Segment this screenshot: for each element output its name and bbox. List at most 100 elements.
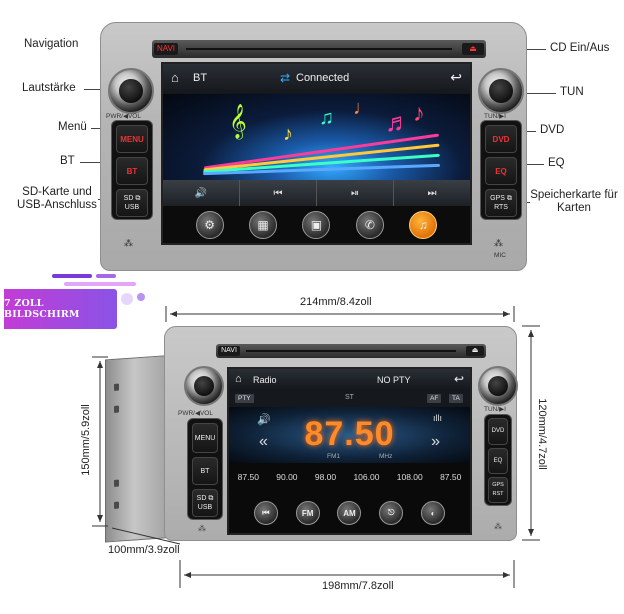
callout-cd: CD Ein/Aus: [550, 42, 610, 54]
treble-clef-icon: 𝄞: [229, 105, 247, 138]
banner-dot: [121, 293, 133, 305]
cd-slot-opening: [246, 350, 456, 352]
preset-6[interactable]: 87.50: [440, 472, 462, 482]
screen-size-banner: 7 ZOLL BILDSCHIRM: [4, 289, 117, 329]
callout-speicherkarte: Speicherkarte für Karten: [530, 189, 618, 214]
af-chip[interactable]: AF: [427, 394, 442, 403]
play-pause-button[interactable]: ⏯: [317, 180, 394, 206]
banner-dot: [137, 293, 145, 301]
loudness-icon[interactable]: ⎋: [379, 501, 404, 525]
gps-rst-button[interactable]: GPS RST: [488, 477, 508, 503]
connection-status: Connected: [296, 72, 350, 84]
keypad-icon[interactable]: ▦: [249, 210, 278, 239]
leader-line: [512, 164, 544, 165]
navi-button[interactable]: NAVI: [218, 346, 240, 356]
dimension-front-height: 120mm/4.7zoll: [536, 398, 548, 470]
volume-icon[interactable]: 🔊: [163, 180, 240, 206]
tune-knob[interactable]: [478, 366, 518, 406]
bt-button[interactable]: BT: [192, 457, 218, 485]
back-icon[interactable]: ↩: [453, 372, 464, 386]
next-track-button[interactable]: ⏭: [427, 187, 437, 199]
am-button[interactable]: AM: [337, 501, 362, 525]
volume-knob[interactable]: [184, 366, 224, 406]
previous-track-button[interactable]: ⏮: [240, 180, 317, 206]
pty-status: NO PTY: [377, 375, 411, 385]
settings-icon[interactable]: ◐: [421, 501, 446, 525]
mic-dots-right: ⁂: [494, 522, 502, 531]
tune-knob[interactable]: [478, 68, 524, 114]
banner-stripe: [52, 274, 92, 278]
screen-status-bar: ⌂ Radio NO PTY ↩: [229, 369, 470, 391]
gps-rts-button[interactable]: GPS ⧉ RTS: [485, 189, 517, 217]
source-label: Radio: [253, 375, 277, 385]
seek-up-button[interactable]: »: [431, 433, 440, 450]
callout-dvd: DVD: [540, 124, 565, 136]
ta-chip[interactable]: TA: [449, 394, 463, 403]
sd-usb-button[interactable]: SD ⧉ USB: [116, 189, 148, 217]
home-icon[interactable]: ⌂: [171, 70, 179, 85]
unit-label: MHz: [379, 453, 393, 460]
back-icon[interactable]: ↩: [450, 69, 462, 85]
preset-4[interactable]: 106.00: [353, 472, 380, 482]
eq-button[interactable]: EQ: [485, 157, 517, 185]
leader-line: [84, 89, 110, 90]
menu-button[interactable]: MENU: [192, 423, 218, 453]
seek-down-button[interactable]: «: [259, 433, 268, 450]
pwr-vol-label: PWR/◀VOL: [178, 410, 213, 417]
contacts-icon[interactable]: ▣: [302, 210, 331, 239]
preset-1[interactable]: 87.50: [237, 472, 259, 482]
bt-button[interactable]: BT: [116, 157, 148, 185]
music-icon[interactable]: ♫: [409, 210, 438, 239]
menu-button[interactable]: MENU: [116, 125, 148, 153]
pty-chip[interactable]: PTY: [235, 394, 254, 403]
mic-dots-left: ⁂: [198, 524, 206, 533]
eq-button[interactable]: EQ: [488, 448, 508, 474]
fm-button[interactable]: FM: [295, 501, 320, 525]
playback-controls: 🔊 ⏮ ⏯ ⏭: [163, 180, 470, 206]
pwr-vol-label: PWR/◀VOL: [106, 113, 141, 120]
tun-label: TUN/▶I: [484, 113, 506, 120]
music-note-icon: ♪: [283, 123, 293, 145]
mic-dots-left: ⁂: [124, 238, 133, 248]
dimension-depth: 100mm/3.9zoll: [108, 544, 180, 556]
bluetooth-link-icon: ⇄: [280, 71, 291, 85]
preset-5[interactable]: 108.00: [396, 472, 423, 482]
navi-button[interactable]: NAVI: [154, 43, 178, 55]
eject-button[interactable]: ⏏: [462, 43, 484, 55]
frequency-value: 87.50: [304, 415, 395, 453]
banner-stripe: [96, 274, 116, 278]
mic-label: MIC: [494, 252, 506, 259]
dimension-front-width: 214mm/8.4zoll: [300, 296, 372, 308]
sd-usb-button[interactable]: SD ⧉ USB: [192, 489, 218, 517]
volume-knob[interactable]: [108, 68, 154, 114]
preset-2[interactable]: 90.00: [276, 472, 298, 482]
callout-tun: TUN: [560, 86, 584, 98]
leader-line: [80, 162, 116, 163]
dvd-button[interactable]: DVD: [488, 418, 508, 445]
band-label: FM1: [327, 453, 340, 460]
settings-icon[interactable]: ⚙: [195, 210, 224, 239]
music-note-icon: ♩: [353, 97, 373, 119]
callout-navigation: Navigation: [24, 38, 79, 50]
touchscreen: ⌂ BT ⇄ Connected ↩ 𝄞 ♪ ♫ ♩ ♬ ♪ 🔊 ⏮ ⏯ ⏭ ⚙…: [161, 62, 472, 245]
app-dock: ⚙ ▦ ▣ ✆ ♫: [163, 206, 470, 243]
dvd-button[interactable]: DVD: [485, 125, 517, 153]
callout-bt: BT: [60, 155, 75, 167]
phone-icon[interactable]: ✆: [355, 210, 384, 239]
callout-eq: EQ: [548, 157, 565, 169]
music-note-icon: ♬: [385, 107, 411, 137]
right-button-group: DVD EQ GPS RST: [484, 414, 512, 506]
preset-3[interactable]: 98.00: [314, 472, 337, 482]
scan-button[interactable]: ⏮: [253, 501, 278, 525]
frequency-display: 🔊 ıllı « » 87.50 FM1 MHz: [229, 407, 470, 463]
music-visualizer: 𝄞 ♪ ♫ ♩ ♬ ♪: [163, 94, 470, 180]
volume-icon[interactable]: 🔊: [257, 414, 271, 426]
tun-label: TUN/▶I: [484, 406, 506, 413]
cd-slot-opening: [186, 48, 452, 50]
eject-button[interactable]: ⏏: [466, 346, 484, 356]
mic-dots-right: ⁂: [494, 238, 503, 248]
source-label: BT: [193, 72, 208, 84]
home-icon[interactable]: ⌂: [235, 373, 242, 385]
leader-line: [520, 93, 556, 94]
